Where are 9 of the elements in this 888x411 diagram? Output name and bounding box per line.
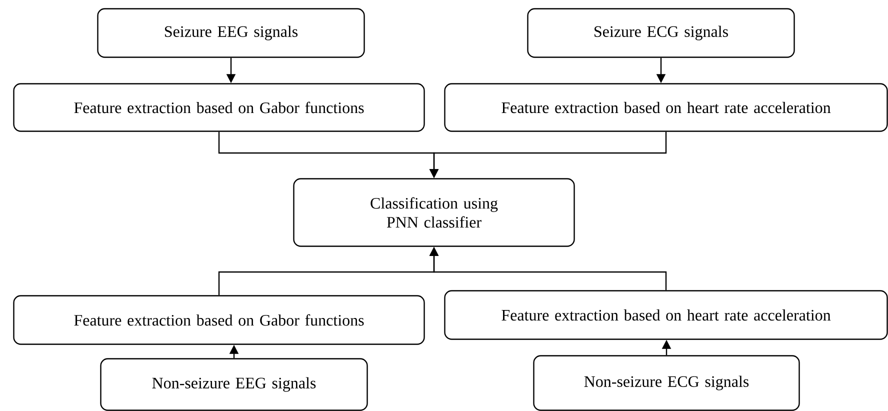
process-box: Classification using PNN classifier xyxy=(293,178,575,247)
process-box: Feature extraction based on Gabor functions xyxy=(13,83,425,132)
process-box: Seizure ECG signals xyxy=(527,8,795,58)
process-box: Feature extraction based on Gabor functions xyxy=(13,295,425,345)
process-box: Non-seizure EEG signals xyxy=(100,358,368,411)
process-box: Feature extraction based on heart rate acceleration xyxy=(444,83,888,132)
process-box: Feature extraction based on heart rate acceleration xyxy=(444,290,888,340)
process-box: Seizure EEG signals xyxy=(97,8,365,58)
process-box: Non-seizure ECG signals xyxy=(533,355,800,411)
